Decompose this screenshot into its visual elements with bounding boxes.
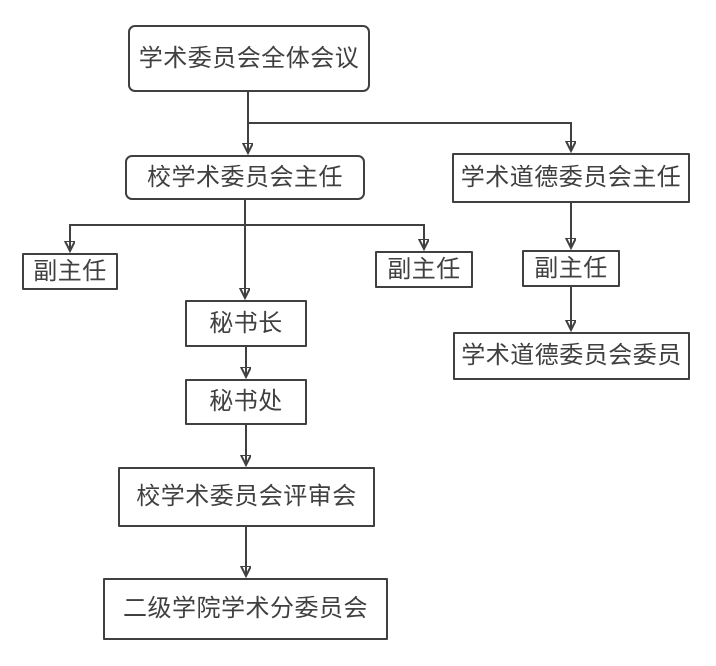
node-deputy-left: 副主任 xyxy=(22,253,118,290)
node-school-chair-label: 校学术委员会主任 xyxy=(147,163,343,191)
node-deputy-right-label: 副主任 xyxy=(387,255,461,283)
node-deputy-right: 副主任 xyxy=(375,251,473,288)
node-secretary-general-label: 秘书长 xyxy=(209,309,283,337)
node-ethics-members: 学术道德委员会委员 xyxy=(453,332,690,380)
node-ethics-deputy-label: 副主任 xyxy=(534,254,608,282)
node-ethics-deputy: 副主任 xyxy=(522,250,620,287)
node-secretariat-label: 秘书处 xyxy=(209,388,283,415)
node-review-board-label: 校学术委员会评审会 xyxy=(136,483,357,510)
node-plenary-meeting-label: 学术委员会全体会议 xyxy=(138,44,360,72)
node-review-board: 校学术委员会评审会 xyxy=(118,467,375,527)
node-plenary-meeting: 学术委员会全体会议 xyxy=(128,25,370,92)
node-ethics-members-label: 学术道德委员会委员 xyxy=(461,342,682,369)
edge-plenary-to-ethics-chair xyxy=(248,122,571,150)
node-deputy-left-label: 副主任 xyxy=(33,257,107,285)
node-college-subcommittee: 二级学院学术分委员会 xyxy=(103,578,388,640)
node-secretariat: 秘书处 xyxy=(185,379,307,425)
node-ethics-chair-label: 学术道德委员会主任 xyxy=(460,164,682,191)
edge-school-chair-to-deputy-left xyxy=(70,224,245,250)
node-college-subcommittee-label: 二级学院学术分委员会 xyxy=(123,595,368,622)
node-school-chair: 校学术委员会主任 xyxy=(125,155,365,200)
edge-school-chair-to-deputy-right xyxy=(245,224,424,248)
node-ethics-chair: 学术道德委员会主任 xyxy=(452,153,690,203)
node-secretary-general: 秘书长 xyxy=(185,300,307,347)
